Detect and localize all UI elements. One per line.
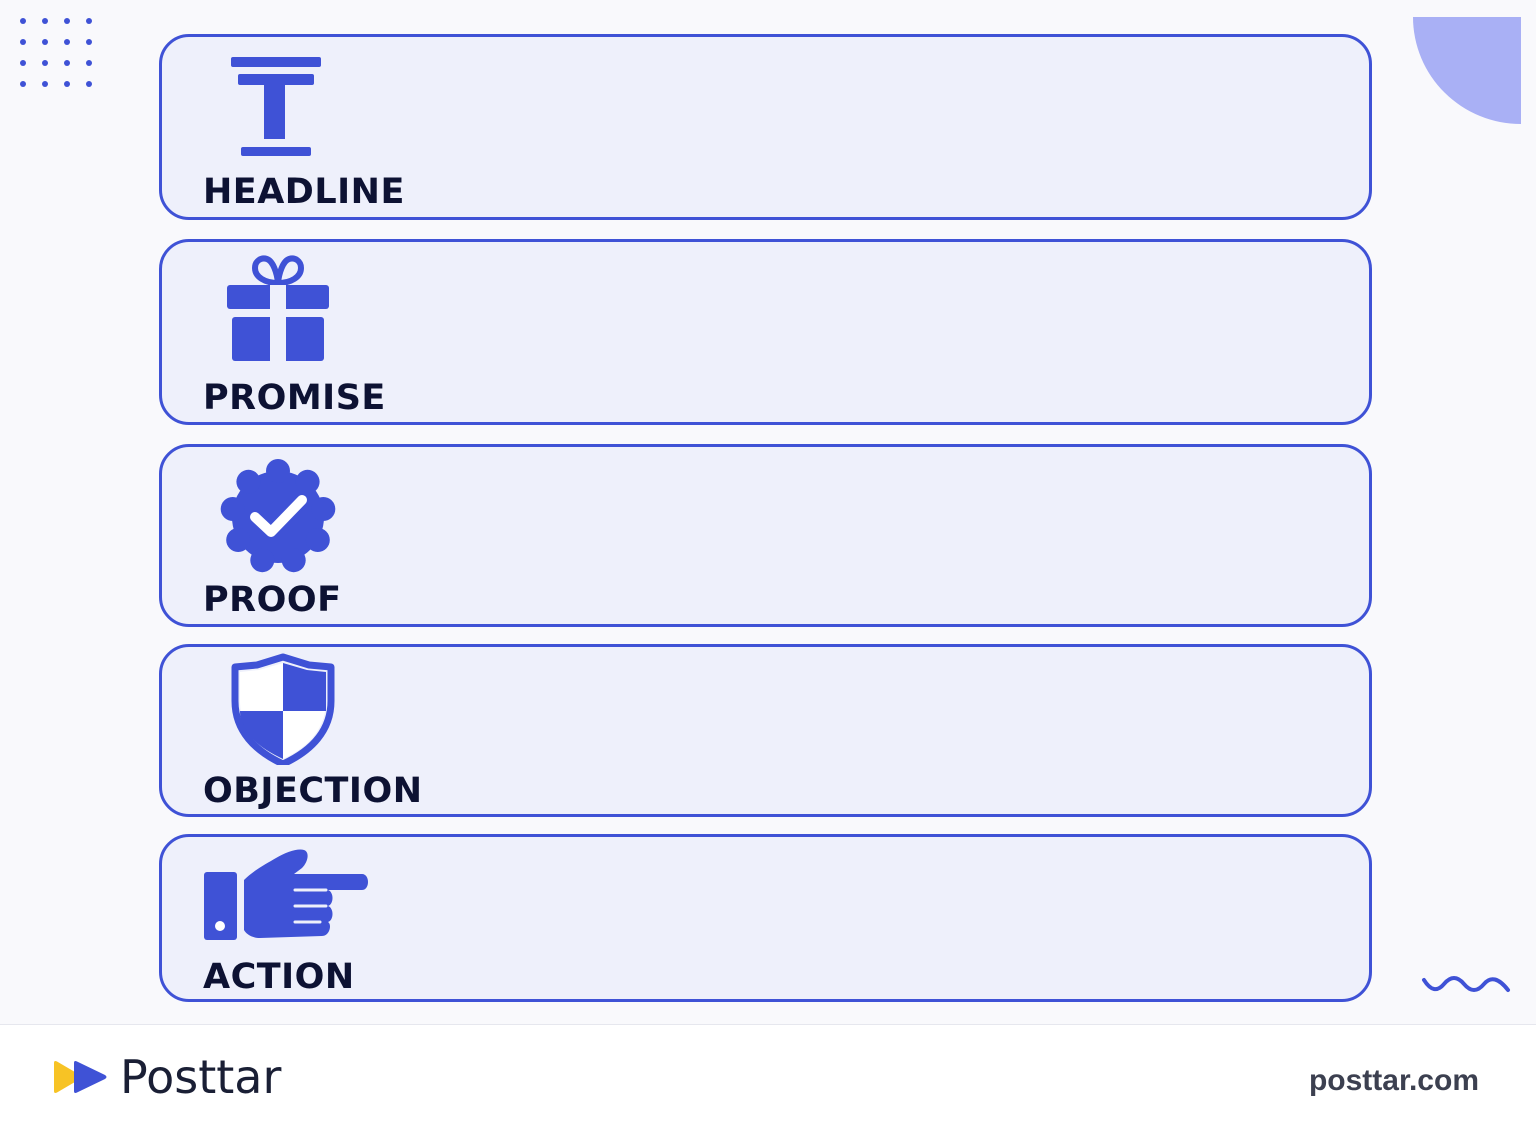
card-label-headline: HEADLINE (203, 172, 405, 212)
verified-badge-icon (220, 459, 336, 575)
gift-icon (225, 253, 331, 363)
brand-name: Posttar (120, 1050, 282, 1104)
card-action: ACTION (159, 834, 1372, 1002)
card-label-objection: OBJECTION (203, 771, 423, 811)
card-label-action: ACTION (203, 957, 355, 997)
card-objection: OBJECTION (159, 644, 1372, 817)
card-proof: PROOF (159, 444, 1372, 627)
card-headline: HEADLINE (159, 34, 1372, 220)
footer: Posttar posttar.com (0, 1025, 1536, 1136)
squiggle-decoration (1422, 976, 1510, 992)
brand-url: posttar.com (1308, 1064, 1479, 1097)
dot-grid-decoration (20, 18, 92, 87)
card-label-proof: PROOF (203, 580, 342, 620)
quarter-circle-decoration (1413, 17, 1521, 124)
card-label-promise: PROMISE (203, 378, 386, 418)
pointing-hand-icon (202, 846, 372, 944)
shield-icon (231, 653, 335, 765)
card-promise: PROMISE (159, 239, 1372, 425)
footer-divider (0, 1024, 1536, 1025)
posttar-logo-icon (54, 1061, 107, 1093)
text-cursor-icon (228, 53, 324, 159)
